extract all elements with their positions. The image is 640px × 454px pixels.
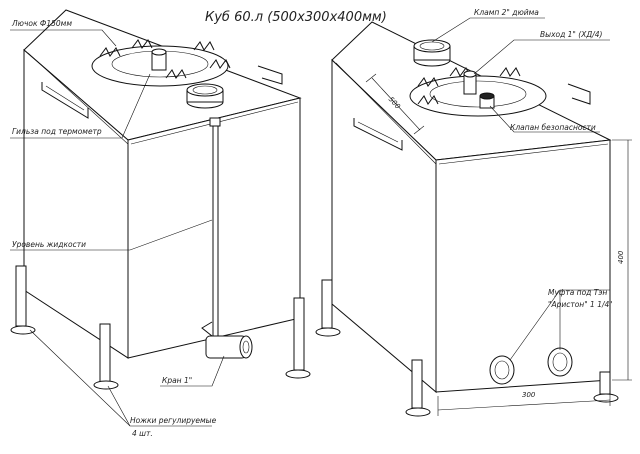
right-tank: [315, 21, 619, 417]
right-lid-wing-nuts: [417, 67, 521, 105]
label-legs: Ножки регулируемые: [130, 416, 217, 425]
left-valve: [201, 321, 253, 359]
right-tank-front-face: [435, 139, 611, 393]
label-legs-count: 4 шт.: [132, 429, 153, 438]
label-safety-valve: Клапан безопасности: [510, 123, 596, 132]
left-tank-front-face: [127, 97, 301, 359]
drawing-title: Куб 60.л (500х300х400мм): [205, 10, 387, 25]
label-level: Уровень жидкости: [12, 240, 86, 249]
label-coupling-size: "Аристон" 1 1/4": [548, 300, 613, 309]
left-tank-legs: [10, 265, 311, 390]
label-lid: Лючок Ф150мм: [12, 19, 72, 28]
left-lid-wing-nuts: [99, 39, 231, 79]
heater-couplings: [489, 347, 573, 385]
dimension-lines: [365, 73, 632, 416]
label-clamp: Кламп 2" дюйма: [474, 8, 539, 17]
right-lid-flange: [409, 75, 547, 117]
left-tank: [10, 9, 311, 390]
label-valve: Кран 1": [162, 376, 193, 385]
left-tank-handle: [41, 82, 89, 119]
label-coupling: Муфта под Тэн: [548, 288, 608, 297]
right-tank-legs: [315, 279, 619, 417]
dimension-height: 400: [617, 250, 625, 264]
dimension-width: 300: [522, 391, 536, 399]
right-tank-handle: [353, 118, 403, 151]
label-outlet: Выход 1" (ХД/4): [540, 30, 603, 39]
label-sleeve: Гильза под термометр: [12, 127, 102, 136]
leader-lines: [10, 17, 610, 427]
